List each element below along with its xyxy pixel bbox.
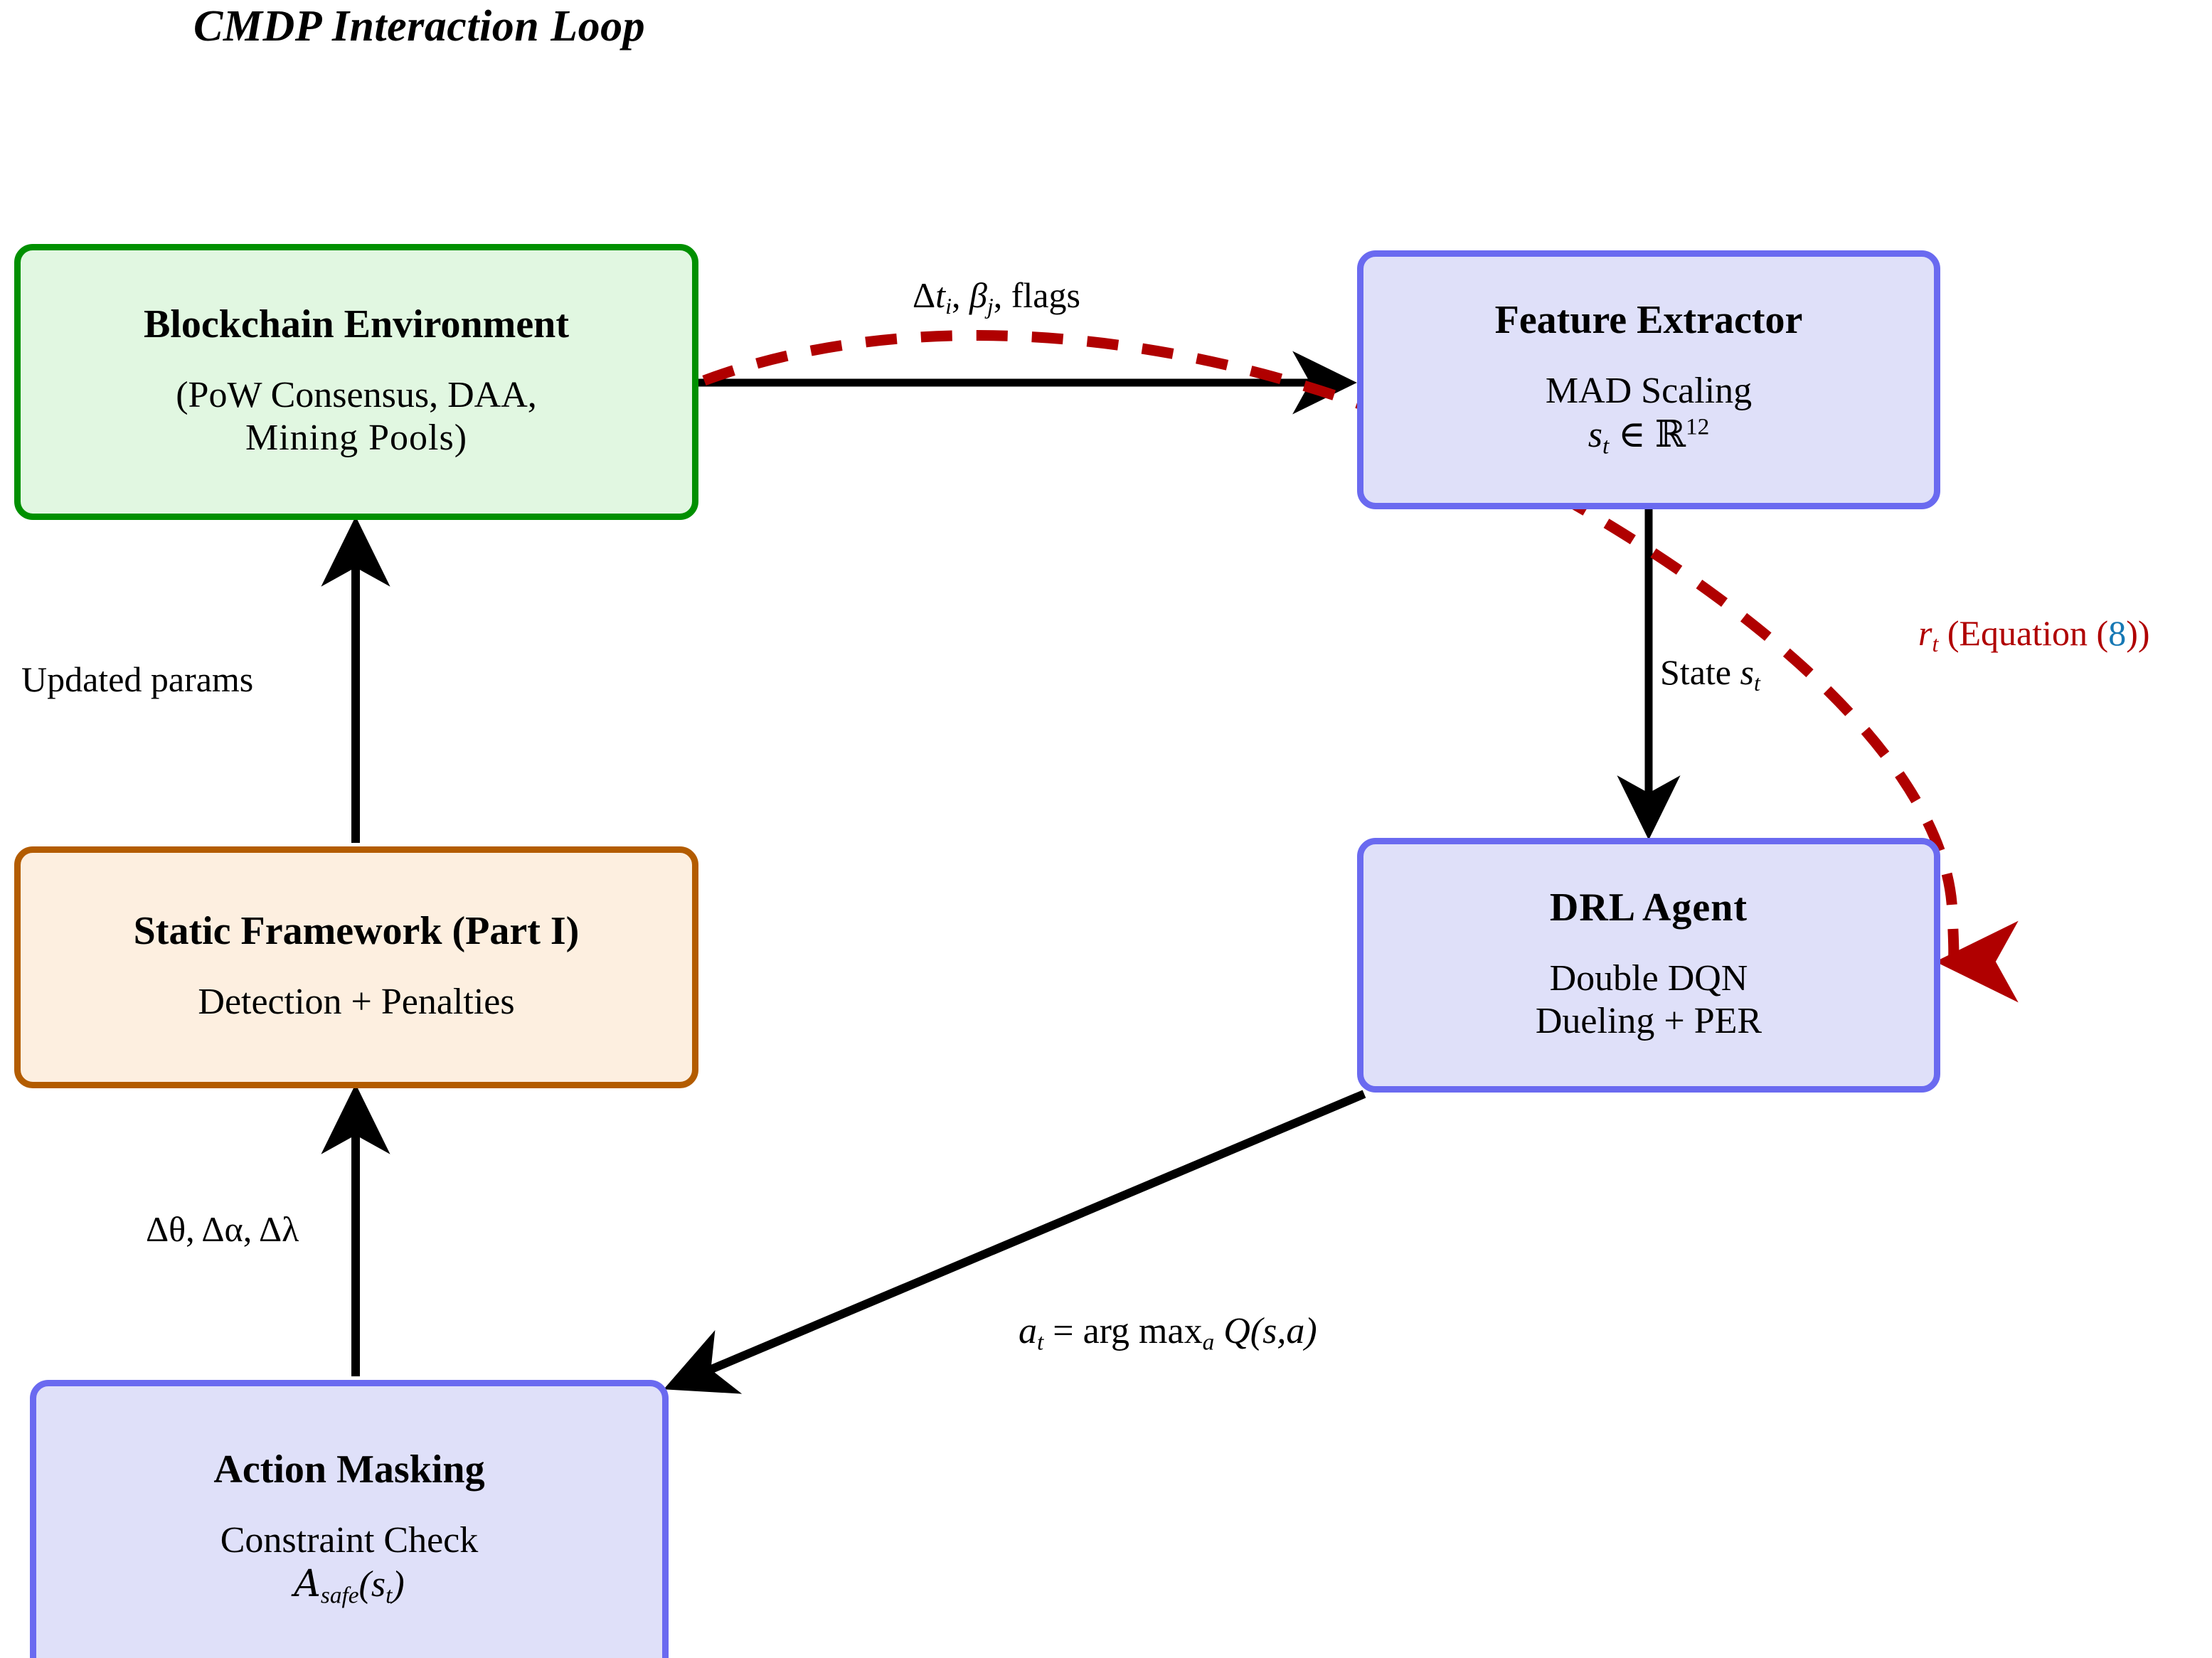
equals-icon: = — [1053, 1311, 1074, 1351]
argmax-operator: arg max — [1083, 1311, 1203, 1351]
node-blockchain-title: Blockchain Environment — [144, 302, 569, 347]
node-feature-line1: MAD Scaling — [1545, 371, 1753, 412]
edge-label-action-selection: at = arg maxa Q(s,a) — [1019, 1313, 1317, 1354]
node-drl-line1: Double DQN — [1549, 958, 1748, 999]
edge-label-reward: rt (Equation (8)) — [1918, 615, 2150, 655]
state-variable-subscript: t — [1753, 669, 1760, 696]
action-variable-subscript: t — [1037, 1329, 1044, 1356]
node-feature-title: Feature Extractor — [1494, 298, 1803, 343]
equation-ref-prefix: (Equation ( — [1938, 613, 2109, 653]
node-feature-extractor[interactable]: Feature Extractor MAD Scaling st ∈ ℝ12 — [1357, 250, 1940, 509]
reward-variable-subscript: t — [1932, 630, 1939, 657]
node-static-line1: Detection + Penalties — [198, 982, 515, 1023]
node-mask-line1: Constraint Check — [220, 1520, 479, 1561]
node-drl-agent[interactable]: DRL Agent Double DQN Dueling + PER — [1357, 838, 1940, 1093]
node-blockchain-line2: Mining Pools) — [245, 418, 468, 459]
edge-label-observation: Δti, βj, flags — [913, 277, 1080, 317]
state-variable: s — [1740, 652, 1754, 692]
equation-ref-suffix: )) — [2126, 613, 2150, 653]
page-title: CMDP Interaction Loop — [193, 2, 646, 51]
safe-set-symbol: A — [294, 1562, 321, 1605]
reward-variable: r — [1918, 613, 1932, 653]
node-blockchain-line1: (PoW Consensus, DAA, — [176, 375, 537, 416]
node-drl-line2: Dueling + PER — [1535, 1001, 1762, 1042]
delta-lambda: Δλ — [258, 1209, 299, 1249]
comma-1: , — [186, 1209, 195, 1249]
element-of-icon: ∈ — [1618, 414, 1646, 455]
q-arg-action: a — [1286, 1311, 1305, 1351]
beta-symbol: β — [969, 275, 987, 315]
node-blockchain-environment[interactable]: Blockchain Environment (PoW Consensus, D… — [14, 244, 698, 520]
argmax-subscript: a — [1202, 1329, 1215, 1356]
node-static-framework[interactable]: Static Framework (Part I) Detection + Pe… — [14, 846, 698, 1088]
equation-number-link[interactable]: 8 — [2108, 613, 2127, 653]
node-drl-title: DRL Agent — [1549, 886, 1748, 930]
paren-close: ) — [392, 1563, 405, 1605]
paren-close: ) — [1304, 1311, 1317, 1351]
q-function-symbol: Q — [1223, 1311, 1250, 1351]
node-feature-state-space: st ∈ ℝ12 — [1588, 413, 1709, 460]
state-symbol: s — [1588, 414, 1602, 455]
action-variable: a — [1019, 1311, 1037, 1351]
state-symbol-subscript: t — [1602, 432, 1610, 459]
node-mask-title: Action Masking — [213, 1447, 485, 1492]
edge-label-updated-params: Updated params — [21, 659, 254, 699]
state-dimension: 12 — [1685, 413, 1710, 440]
paren-open: ( — [358, 1563, 371, 1605]
node-static-title: Static Framework (Part I) — [133, 909, 580, 954]
interblock-time-symbol: t — [935, 275, 946, 315]
q-arg-comma: , — [1277, 1311, 1287, 1351]
delta-alpha: Δα — [201, 1209, 243, 1249]
comma-2: , — [243, 1209, 252, 1249]
comma-1: , — [951, 275, 961, 315]
paren-open: ( — [1250, 1311, 1263, 1351]
safe-set-subscript: safe — [320, 1581, 359, 1608]
node-mask-safe-action-set: Asafe(st) — [294, 1563, 404, 1610]
q-arg-state: s — [1262, 1311, 1277, 1351]
delta-theta: Δθ — [146, 1209, 186, 1249]
interblock-time-subscript: i — [945, 292, 952, 319]
safe-set-argument-subscript: t — [385, 1581, 393, 1608]
delta-symbol: Δ — [913, 275, 936, 315]
comma-2: , — [993, 275, 1003, 315]
state-text: State — [1660, 652, 1731, 692]
flags-text: flags — [1011, 275, 1080, 315]
node-action-masking[interactable]: Action Masking Constraint Check Asafe(st… — [30, 1380, 669, 1658]
edge-label-parameter-deltas: Δθ, Δα, Δλ — [146, 1211, 299, 1247]
real-numbers-symbol: ℝ — [1654, 413, 1686, 456]
beta-subscript: j — [987, 292, 994, 319]
safe-set-argument: s — [371, 1563, 386, 1605]
edge-label-state: State st — [1660, 654, 1760, 694]
